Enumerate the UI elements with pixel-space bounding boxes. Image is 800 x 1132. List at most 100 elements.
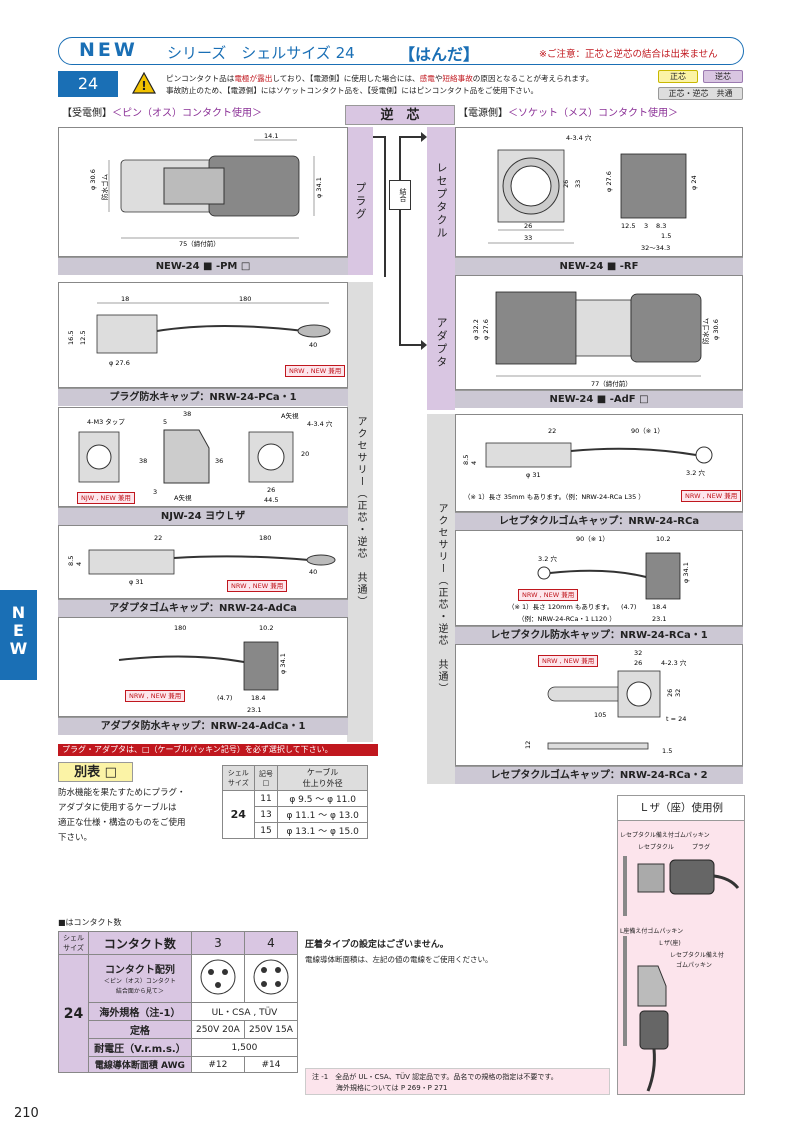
svg-text:3.2 穴: 3.2 穴 (538, 554, 557, 563)
svg-text:40: 40 (309, 341, 317, 349)
l-usage-panel: Ｌザ（座）使用例 レセプタクル備え付ゴムパッキン レセプタクル プラグ L座備え… (617, 795, 745, 1095)
source-header: 【電源側】＜ソケット（メス）コンタクト使用＞ (458, 108, 678, 119)
svg-text:12.5: 12.5 (79, 331, 87, 345)
adapter-label: アダプタ (427, 275, 455, 410)
plug-dim-14: 14.1 (264, 132, 278, 140)
rec-wp-cap-caption: レセプタクル防水キャップ：NRW-24-RCa・1 (455, 626, 743, 644)
svg-text:32〜34.3: 32〜34.3 (641, 244, 670, 252)
svg-text:180: 180 (239, 295, 251, 303)
svg-text:φ 32.2: φ 32.2 (472, 319, 480, 340)
receptacle-label: レセプタクル (427, 127, 455, 275)
svg-text:A矢視: A矢視 (174, 493, 192, 502)
adapter-caption: NEW-24 ■ -AdF □ (455, 390, 743, 408)
svg-text:8.5: 8.5 (462, 455, 470, 465)
njw-caption: NJW-24 ヨウＬザ (58, 507, 348, 525)
adapter-rubber-cap-caption: アダプタゴムキャップ：NRW-24-AdCa (58, 599, 348, 617)
njw-tag: NJW , NEW 兼用 (77, 492, 135, 504)
svg-text:防水ゴム: 防水ゴム (100, 174, 109, 201)
plug-caption: NEW-24 ■ -PM □ (58, 257, 348, 275)
plug-cap-drawing: 18 180 16.5 12.5 φ 27.6 40 NRW , NEW 兼用 (58, 282, 348, 388)
svg-text:38: 38 (183, 410, 191, 418)
svg-text:φ 30.6: φ 30.6 (89, 169, 97, 190)
svg-text:32: 32 (674, 689, 682, 697)
svg-text:防水ゴム: 防水ゴム (701, 318, 710, 345)
receive-header: 【受電側】＜ピン（オス）コンタクト使用＞ (62, 108, 262, 119)
svg-text:10.2: 10.2 (656, 535, 670, 543)
svg-text:75（締付前）: 75（締付前） (179, 239, 220, 248)
contact-table: シェルサイズ コンタクト数 3 4 24 コンタクト配列＜ピン（オス）コンタクト… (58, 931, 299, 1073)
warning-text: ピンコンタクト品は電極が露出しており、【電源側】に使用した場合には、感電や短絡事… (166, 74, 594, 95)
adapter-wp-cap-drawing: 180 10.2 φ 34.1 (4.7) 18.4 23.1 NRW , NE… (58, 617, 348, 717)
svg-text:φ 27.6: φ 27.6 (605, 171, 613, 192)
rec-rubber-cap-tag: NRW , NEW 兼用 (681, 490, 742, 502)
solder-label: 【はんだ】 (399, 45, 480, 64)
svg-text:22: 22 (548, 427, 556, 435)
svg-text:(4.7): (4.7) (217, 694, 232, 702)
svg-text:（例：NRW-24-RCa・1 L120 ）: （例：NRW-24-RCa・1 L120 ） (518, 614, 616, 623)
svg-text:40: 40 (309, 568, 317, 576)
svg-text:4-3.4 穴: 4-3.4 穴 (307, 419, 333, 428)
svg-text:φ 27.6: φ 27.6 (482, 319, 490, 340)
svg-text:23.1: 23.1 (247, 706, 261, 714)
svg-text:23.1: 23.1 (652, 615, 666, 623)
adapter-drawing: φ 32.2 φ 27.6 φ 30.6 防水ゴム 77（締付前） (455, 275, 743, 390)
svg-text:26: 26 (634, 659, 642, 667)
rec-rubber-cap-caption: レセプタクルゴムキャップ：NRW-24-RCa (455, 512, 743, 530)
plug-drawing: 14.1 φ 30.6 防水ゴム φ 34.1 75（締付前） (58, 127, 348, 257)
legend-common: 正芯・逆芯 共通 (658, 87, 743, 100)
beppyo-text: 防水機能を果たすためにプラグ・アダプタに使用するケーブルは適正な仕様・構造のもの… (58, 788, 186, 843)
svg-text:（※ 1）長さ 120mm もあります。: （※ 1）長さ 120mm もあります。 (508, 603, 613, 611)
svg-text:4: 4 (470, 461, 478, 465)
contact-caption: ■はコンタクト数 (58, 918, 122, 927)
svg-text:A矢視: A矢視 (281, 411, 299, 420)
svg-text:26: 26 (562, 180, 570, 188)
rec-rubber-cap2-tag: NRW , NEW 兼用 (538, 655, 599, 667)
svg-text:77（締付前）: 77（締付前） (591, 379, 632, 388)
page-title: シリーズ シェルサイズ 24 (167, 44, 355, 62)
svg-text:3: 3 (644, 222, 648, 230)
svg-text:φ 34.1: φ 34.1 (315, 177, 323, 198)
svg-text:33: 33 (524, 234, 532, 242)
svg-text:90（※ 1）: 90（※ 1） (631, 427, 664, 435)
page-number: 210 (14, 1106, 39, 1121)
reverse-header: 逆 芯 (345, 105, 455, 125)
mating-arrows (373, 132, 427, 350)
warning-icon: ! (132, 72, 156, 94)
receptacle-caption: NEW-24 ■ -RF (455, 257, 743, 275)
plug-cap-caption: プラグ防水キャップ：NRW-24-PCa・1 (58, 388, 348, 406)
crimp-text: 電線導体断面積は、左記の値の電線をご使用ください。 (305, 955, 493, 964)
shell-size-badge: 24 (58, 71, 118, 97)
svg-text:180: 180 (174, 624, 186, 632)
svg-text:5: 5 (163, 418, 167, 426)
svg-text:16.5: 16.5 (67, 331, 75, 345)
accessory-left-label: アクセサリー（正芯・逆芯 共通） (347, 282, 373, 742)
title-bar: NEW シリーズ シェルサイズ 24 【はんだ】 ※ご注意：正芯と逆芯の結合は出… (58, 37, 744, 65)
rec-rubber-cap-drawing: 22 90（※ 1） 8.5 4 φ 31 3.2 穴 （※ 1）長さ 35mm… (455, 414, 743, 512)
svg-text:φ 31: φ 31 (129, 578, 144, 586)
svg-text:18.4: 18.4 (251, 694, 265, 702)
svg-text:φ 31: φ 31 (526, 471, 541, 479)
plug-cap-tag: NRW , NEW 兼用 (285, 365, 346, 377)
svg-text:44.5: 44.5 (264, 496, 278, 504)
legend-gyakushin: 逆芯 (703, 70, 743, 83)
plug-label: プラグ (347, 127, 373, 275)
adapter-wp-cap-tag: NRW , NEW 兼用 (125, 690, 186, 702)
rec-wp-cap-drawing: 90（※ 1） 10.2 3.2 穴 φ 34.1 (4.7) 18.4 23.… (455, 530, 743, 626)
svg-text:10.2: 10.2 (259, 624, 273, 632)
svg-text:12.5: 12.5 (621, 222, 635, 230)
svg-text:26: 26 (267, 486, 275, 494)
svg-text:φ 34.1: φ 34.1 (279, 653, 287, 674)
svg-text:180: 180 (259, 534, 271, 542)
arrangement-3-icon (200, 959, 236, 995)
select-note: プラグ・アダプタは、□（ケーブルパッキン記号）を必ず選択して下さい。 (58, 744, 378, 756)
svg-text:90（※ 1）: 90（※ 1） (576, 535, 609, 543)
caution-note: ※ご注意：正芯と逆芯の結合は出来ません (539, 49, 718, 60)
adapter-rubber-cap-tag: NRW , NEW 兼用 (227, 580, 288, 592)
rec-wp-cap-tag: NRW , NEW 兼用 (518, 589, 579, 601)
rec-rubber-cap2-caption: レセプタクルゴムキャップ：NRW-24-RCa・2 (455, 766, 743, 784)
svg-text:22: 22 (154, 534, 162, 542)
accessory-right-label: アクセサリー（正芯・逆芯 共通） (427, 414, 455, 784)
svg-text:18: 18 (121, 295, 129, 303)
svg-text:8.3: 8.3 (656, 222, 666, 230)
svg-text:4-3.4 穴: 4-3.4 穴 (566, 133, 592, 142)
